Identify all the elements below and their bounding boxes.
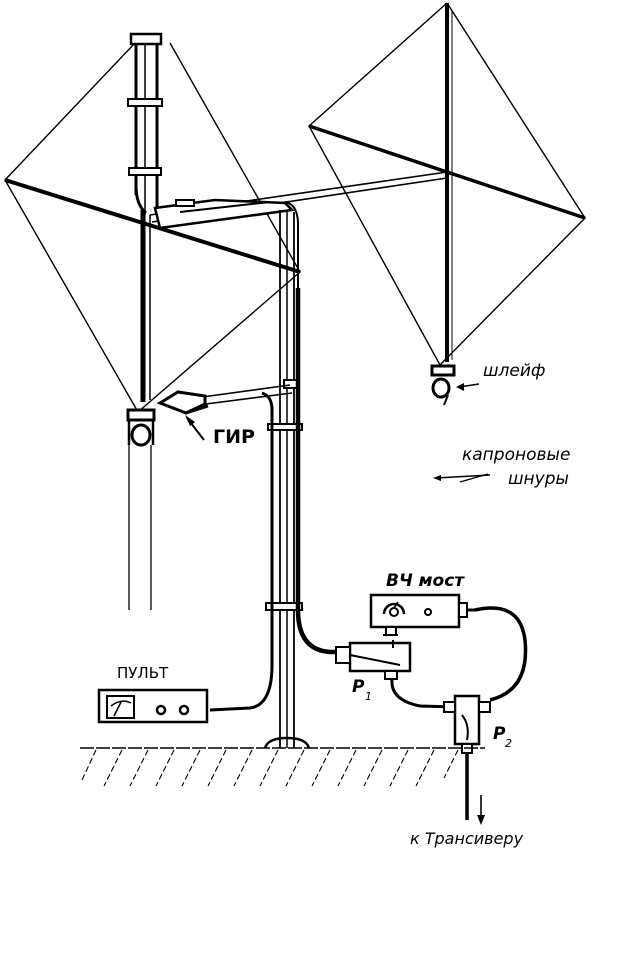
left-quad-element <box>4 32 301 610</box>
relay-p1 <box>335 640 456 709</box>
relay-p2 <box>443 694 491 825</box>
label-nylon-cords-line2: шнуры <box>508 469 569 489</box>
label-loop: шлейф <box>483 361 545 381</box>
control-panel-knob <box>178 704 190 716</box>
gdo-cable <box>209 391 274 712</box>
mast-clamp <box>265 602 303 611</box>
label-control-panel: ПУЛЬТ <box>117 664 169 682</box>
left-quad-top-cap <box>129 32 163 46</box>
label-relay-p2: P <box>493 724 506 744</box>
left-quad-feed-block <box>126 408 156 422</box>
control-panel <box>97 688 209 724</box>
boom <box>149 171 448 230</box>
label-relay-p1: P <box>352 677 365 697</box>
gdo-box <box>156 390 207 415</box>
nylon-cords-pointer-arrow <box>433 473 491 483</box>
left-quad-horizontal-spreader <box>4 178 301 274</box>
right-quad-loop-block <box>430 364 456 377</box>
label-relay-p1-index: 1 <box>365 690 372 703</box>
relay-p2-box <box>453 694 481 746</box>
main-mast <box>263 201 311 749</box>
ground <box>80 747 485 787</box>
label-to-transceiver: к Трансиверу <box>410 829 524 848</box>
control-panel-knob <box>155 704 167 716</box>
mast-clamp <box>267 423 303 431</box>
left-mast-clamp <box>127 98 163 107</box>
label-gdo: ГИР <box>213 426 255 448</box>
left-mast-clamp <box>128 167 162 176</box>
ground-hatching <box>81 749 459 787</box>
gdo-assembly <box>156 384 293 712</box>
feeder-coax <box>295 288 335 655</box>
control-panel-meter <box>106 695 135 719</box>
right-quad-element <box>308 2 586 406</box>
label-nylon-cords-line1: капроновые <box>462 445 570 465</box>
mast-base <box>263 736 311 749</box>
rf-bridge <box>369 593 528 702</box>
loop-pointer-arrow <box>456 383 480 391</box>
label-rf-bridge: ВЧ мост <box>386 571 465 591</box>
label-relay-p2-index: 2 <box>505 737 512 750</box>
